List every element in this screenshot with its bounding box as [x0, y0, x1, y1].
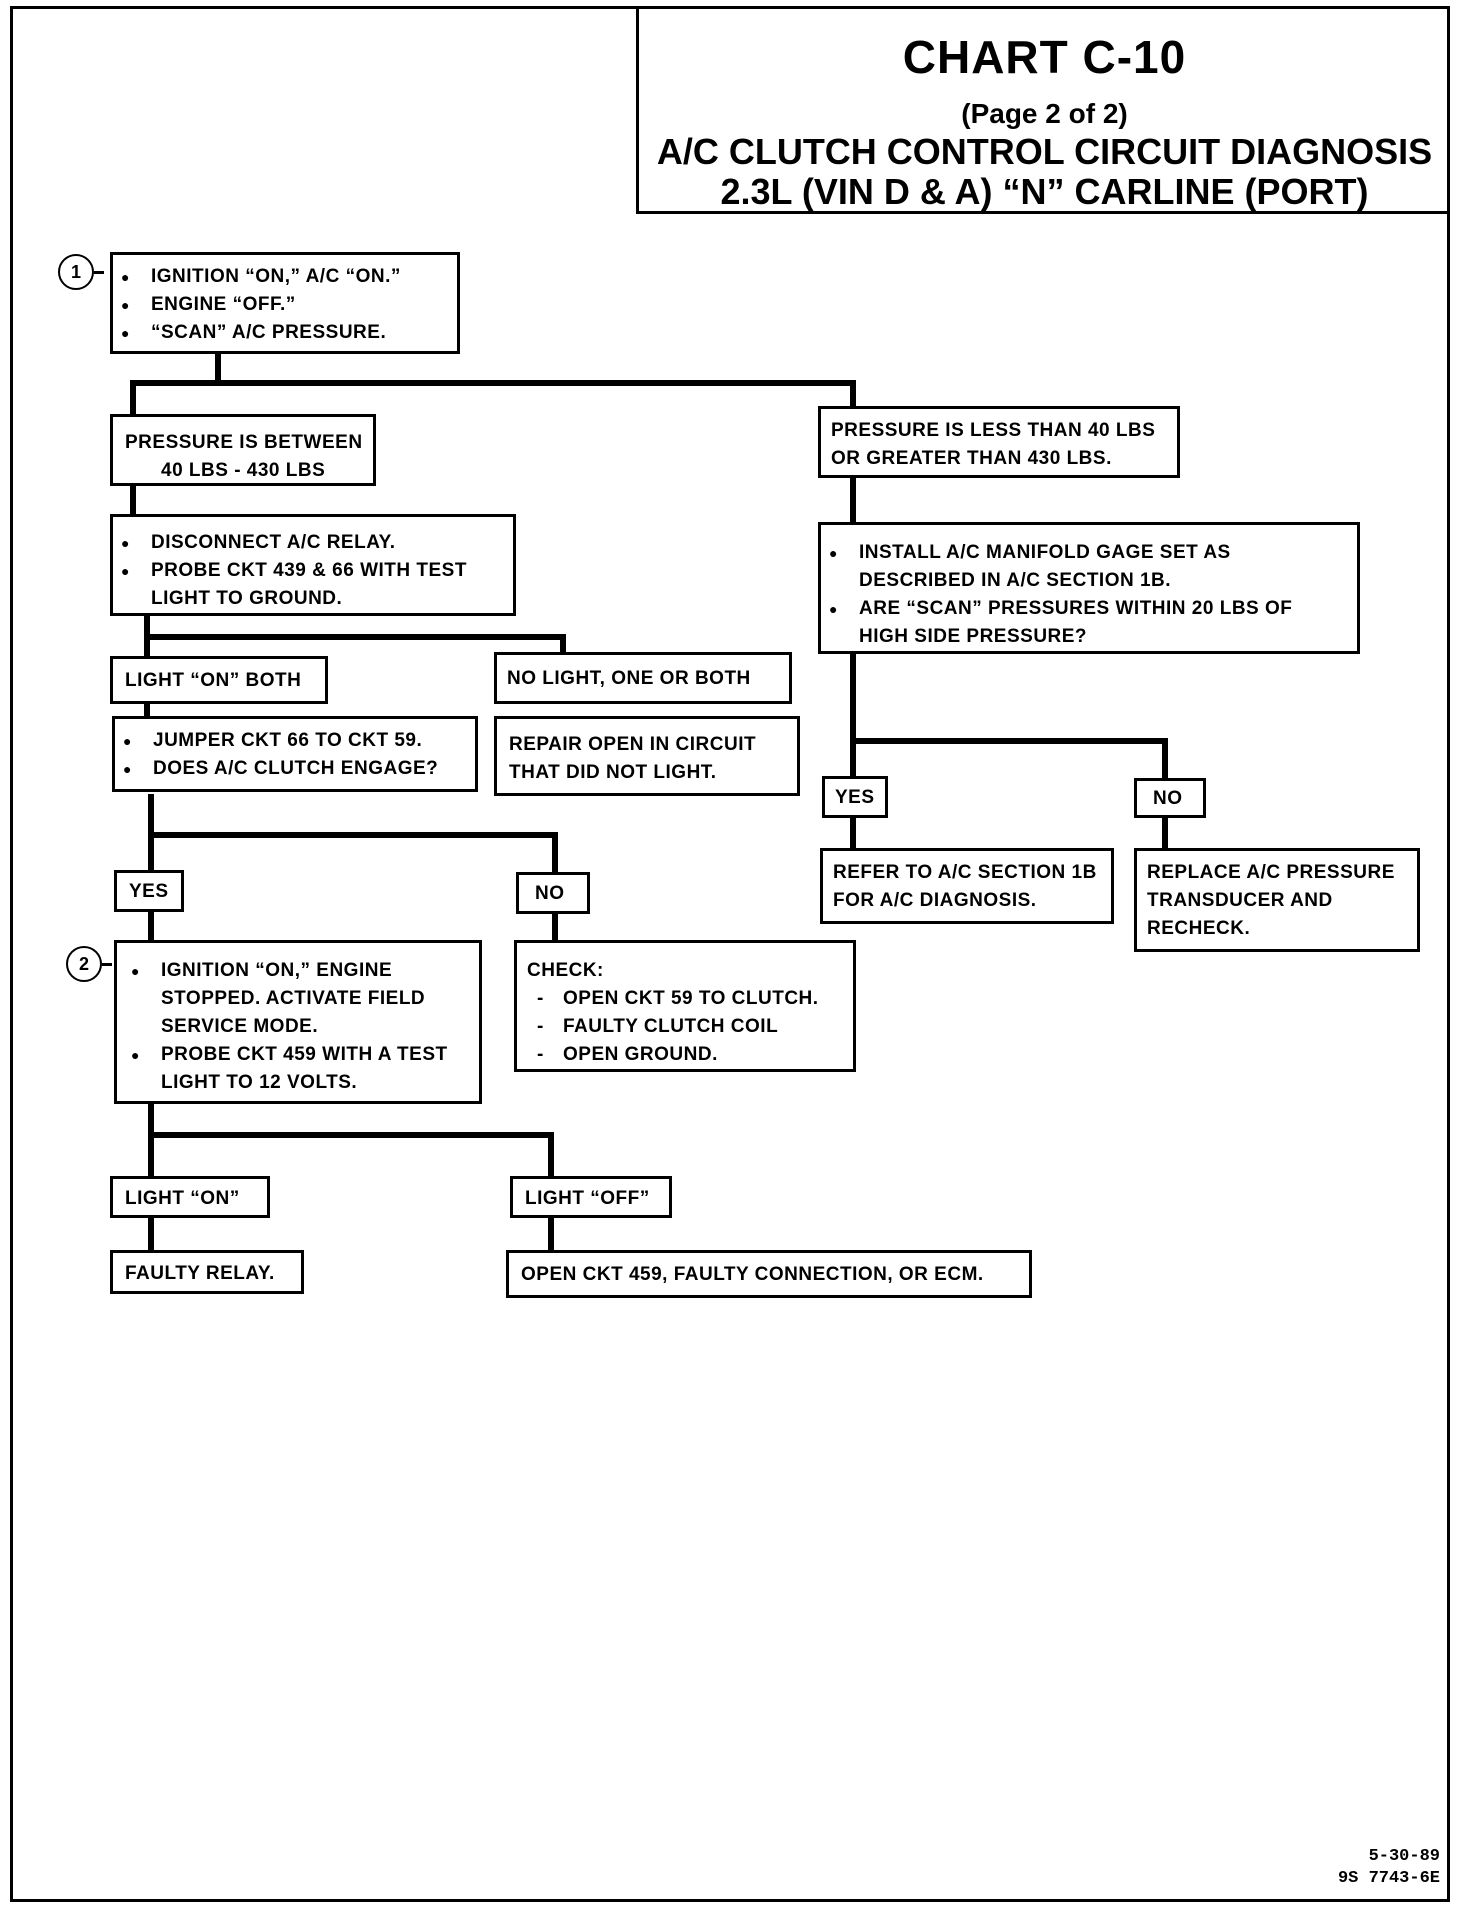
- connector: [850, 652, 856, 778]
- refer-line-1: REFER TO A/C SECTION 1B: [833, 862, 1097, 883]
- check-box: CHECK: OPEN CKT 59 TO CLUTCH. FAULTY CLU…: [514, 940, 856, 1072]
- footer: 5-30-89 9S 7743-6E: [1338, 1846, 1440, 1890]
- refer-box: REFER TO A/C SECTION 1B FOR A/C DIAGNOSI…: [820, 848, 1114, 924]
- ignition-line-3: SERVICE MODE.: [161, 1016, 319, 1037]
- title-block: CHART C-10 (Page 2 of 2) A/C CLUTCH CONT…: [636, 6, 1450, 214]
- open-ckt-box: OPEN CKT 459, FAULTY CONNECTION, OR ECM.: [506, 1250, 1032, 1298]
- yes-label-left: YES: [114, 870, 184, 912]
- refer-line-2: FOR A/C DIAGNOSIS.: [833, 890, 1037, 911]
- ignition-line-5: LIGHT TO 12 VOLTS.: [161, 1072, 358, 1093]
- no-light-box: NO LIGHT, ONE OR BOTH: [494, 652, 792, 704]
- step-marker-1: 1: [58, 254, 94, 290]
- check-item-1: OPEN CKT 59 TO CLUTCH.: [527, 985, 853, 1013]
- step-marker-tail: [102, 963, 112, 966]
- no-label-left: NO: [516, 872, 590, 914]
- start-line-2: ENGINE “OFF.”: [113, 291, 447, 319]
- no-label-right: NO: [1134, 778, 1206, 818]
- check-item-2: FAULTY CLUTCH COIL: [527, 1013, 853, 1041]
- connector: [850, 380, 856, 410]
- disconnect-line-3: LIGHT TO GROUND.: [151, 588, 343, 609]
- yes-label-right: YES: [822, 776, 888, 818]
- light-off-box: LIGHT “OFF”: [510, 1176, 672, 1218]
- connector: [148, 1216, 154, 1252]
- pressure-between-box: PRESSURE IS BETWEEN 40 LBS - 430 LBS: [110, 414, 376, 486]
- install-gage-box: INSTALL A/C MANIFOLD GAGE SET AS DESCRIB…: [818, 522, 1360, 654]
- repair-open-box: REPAIR OPEN IN CIRCUIT THAT DID NOT LIGH…: [494, 716, 800, 796]
- connector: [552, 832, 558, 872]
- step-marker-tail: [94, 271, 104, 274]
- connector: [850, 476, 856, 524]
- pressure-outside-line-1: PRESSURE IS LESS THAN 40 LBS: [831, 420, 1156, 441]
- disconnect-line-2: PROBE CKT 439 & 66 WITH TEST: [113, 557, 513, 585]
- install-line-1: INSTALL A/C MANIFOLD GAGE SET AS: [821, 539, 1357, 567]
- connector: [1162, 816, 1168, 850]
- pressure-between-line-2: 40 LBS - 430 LBS: [161, 460, 326, 481]
- page-frame: [10, 6, 1450, 1902]
- light-on-box: LIGHT “ON”: [110, 1176, 270, 1218]
- connector: [548, 1216, 554, 1254]
- install-line-4: HIGH SIDE PRESSURE?: [859, 626, 1088, 647]
- start-box: IGNITION “ON,” A/C “ON.” ENGINE “OFF.” “…: [110, 252, 460, 354]
- start-line-1: IGNITION “ON,” A/C “ON.”: [113, 263, 447, 291]
- connector: [850, 738, 1168, 744]
- ignition-on-box: IGNITION “ON,” ENGINE STOPPED. ACTIVATE …: [114, 940, 482, 1104]
- pressure-between-line-1: PRESSURE IS BETWEEN: [125, 432, 363, 453]
- disconnect-relay-box: DISCONNECT A/C RELAY. PROBE CKT 439 & 66…: [110, 514, 516, 616]
- connector: [1162, 738, 1168, 778]
- connector: [130, 380, 856, 386]
- jumper-line-1: JUMPER CKT 66 TO CKT 59.: [115, 727, 475, 755]
- connector: [144, 702, 150, 718]
- disconnect-line-1: DISCONNECT A/C RELAY.: [113, 529, 513, 557]
- repair-line-2: THAT DID NOT LIGHT.: [509, 762, 717, 783]
- page-indicator: (Page 2 of 2): [961, 98, 1128, 129]
- ignition-line-1: IGNITION “ON,” ENGINE: [123, 957, 479, 985]
- install-line-2: DESCRIBED IN A/C SECTION 1B.: [859, 570, 1172, 591]
- replace-box: REPLACE A/C PRESSURE TRANSDUCER AND RECH…: [1134, 848, 1420, 952]
- connector: [552, 912, 558, 942]
- replace-line-2: TRANSDUCER AND: [1147, 890, 1333, 911]
- connector: [130, 484, 136, 516]
- install-line-3: ARE “SCAN” PRESSURES WITHIN 20 LBS OF: [821, 595, 1357, 623]
- step-marker-2: 2: [66, 946, 102, 982]
- connector: [130, 380, 136, 420]
- connector: [215, 352, 221, 384]
- connector: [148, 832, 558, 838]
- jumper-line-2: DOES A/C CLUTCH ENGAGE?: [115, 755, 475, 783]
- replace-line-1: REPLACE A/C PRESSURE: [1147, 862, 1395, 883]
- connector: [148, 910, 154, 942]
- connector: [144, 634, 566, 640]
- engine-subtitle: 2.3L (VIN D & A) “N” CARLINE (PORT): [720, 171, 1369, 212]
- connector: [548, 1132, 554, 1178]
- connector: [148, 1132, 554, 1138]
- faulty-relay-box: FAULTY RELAY.: [110, 1250, 304, 1294]
- footer-code: 9S 7743-6E: [1337, 1869, 1440, 1888]
- check-heading: CHECK:: [527, 960, 604, 981]
- ignition-line-2: STOPPED. ACTIVATE FIELD: [161, 988, 426, 1009]
- repair-line-1: REPAIR OPEN IN CIRCUIT: [509, 734, 757, 755]
- light-on-both-box: LIGHT “ON” BOTH: [110, 656, 328, 704]
- pressure-outside-box: PRESSURE IS LESS THAN 40 LBS OR GREATER …: [818, 406, 1180, 478]
- start-line-3: “SCAN” A/C PRESSURE.: [113, 319, 447, 347]
- replace-line-3: RECHECK.: [1147, 918, 1251, 939]
- ignition-line-4: PROBE CKT 459 WITH A TEST: [123, 1041, 479, 1069]
- connector: [148, 1102, 154, 1178]
- pressure-outside-line-2: OR GREATER THAN 430 LBS.: [831, 448, 1112, 469]
- jumper-box: JUMPER CKT 66 TO CKT 59. DOES A/C CLUTCH…: [112, 716, 478, 792]
- footer-date: 5-30-89: [1368, 1847, 1440, 1866]
- chart-title: A/C CLUTCH CONTROL CIRCUIT DIAGNOSIS: [656, 131, 1433, 172]
- chart-number: CHART C-10: [902, 31, 1187, 83]
- connector: [560, 634, 566, 656]
- connector: [850, 816, 856, 850]
- check-item-3: OPEN GROUND.: [527, 1041, 853, 1069]
